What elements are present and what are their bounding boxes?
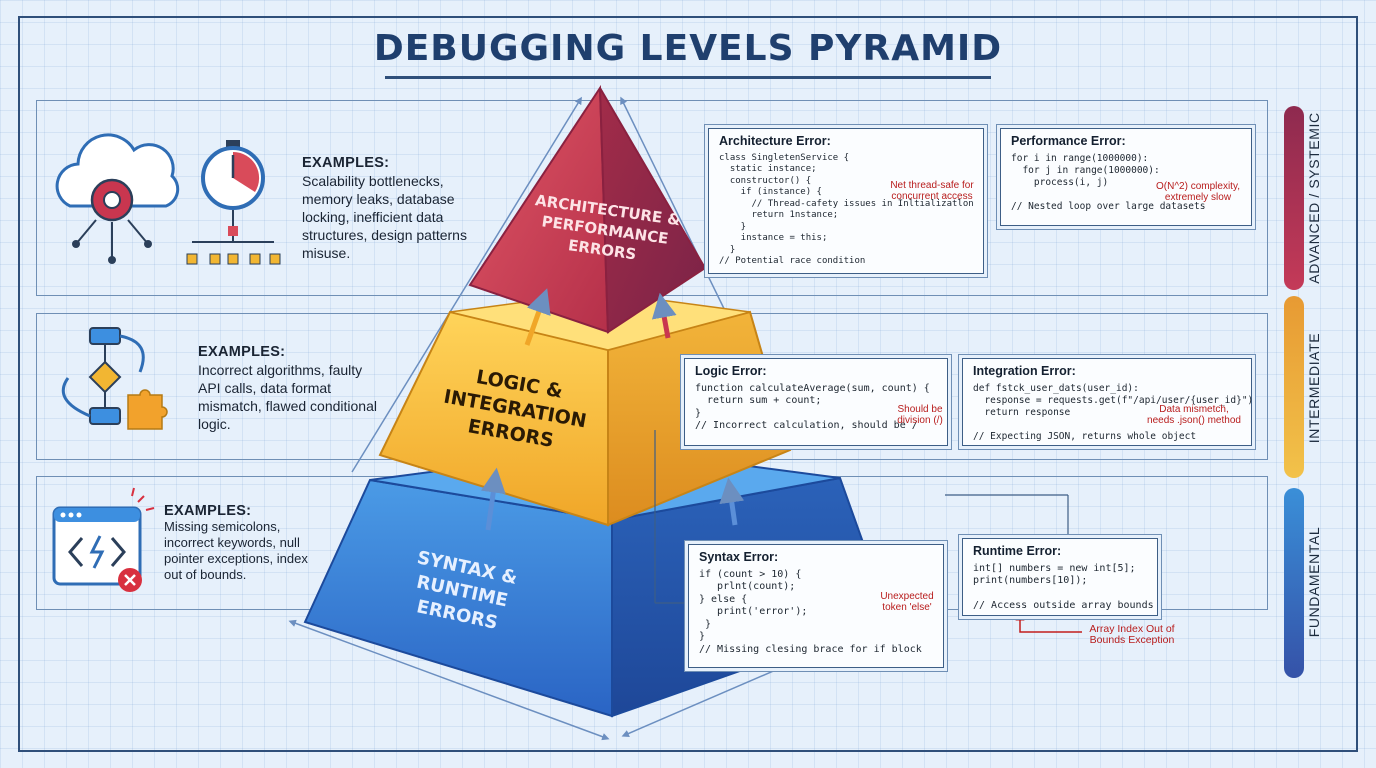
examples-advanced-text: Scalability bottlenecks, memory leaks, d… [302, 173, 467, 261]
code-box-performance-code: for i in range(1000000): for j in range(… [1011, 152, 1206, 212]
examples-intermediate: EXAMPLES: Incorrect algorithms, faulty A… [198, 343, 383, 433]
code-box-runtime: Runtime Error: int[] numbers = new int[5… [962, 538, 1158, 616]
code-box-runtime-title: Runtime Error: [973, 544, 1062, 558]
stopwatch-icon [186, 140, 281, 265]
note-integration: Data mismetch, needs .json() method [1147, 404, 1241, 426]
code-box-syntax: Syntax Error: if (count > 10) { prlnt(co… [688, 544, 944, 668]
side-label-intermediate: INTERMEDIATE [1306, 332, 1322, 444]
code-box-architecture-title: Architecture Error: [719, 134, 831, 148]
examples-intermediate-text: Incorrect algorithms, faulty API calls, … [198, 362, 377, 432]
examples-fundamental: EXAMPLES: Missing semicolons, incorrect … [164, 503, 324, 583]
code-box-integration-title: Integration Error: [973, 364, 1076, 378]
examples-intermediate-heading: EXAMPLES: [198, 344, 286, 360]
side-bar-fundamental [1284, 488, 1304, 678]
note-logic: Should be division (/) [897, 404, 943, 426]
code-box-logic-title: Logic Error: [695, 364, 767, 378]
note-syntax: Unexpected token 'else' [880, 591, 934, 613]
examples-advanced-heading: EXAMPLES: [302, 155, 390, 171]
side-bar-intermediate [1284, 296, 1304, 478]
level-up-arrows [480, 288, 745, 531]
note-architecture: Net thread-safe for concurrent access [890, 180, 974, 202]
code-box-performance-title: Performance Error: [1011, 134, 1126, 148]
code-box-runtime-code: int[] numbers = new int[5]; print(number… [973, 562, 1154, 612]
note-runtime: Array Index Out of Bounds Exception [1089, 623, 1175, 646]
page-title: DEBUGGING LEVELS PYRAMID [373, 28, 1003, 69]
examples-fundamental-text: Missing semicolons, incorrect keywords, … [164, 519, 308, 582]
code-box-logic: Logic Error: function calculateAverage(s… [684, 358, 948, 446]
code-box-logic-code: function calculateAverage(sum, count) { … [695, 382, 930, 432]
code-box-integration-code: def fstck_user_dats(user_id): response =… [973, 382, 1254, 442]
note-performance: O(N^2) complexity, extremely slow [1156, 181, 1240, 203]
side-label-advanced: ADVANCED / SYSTEMIC [1306, 112, 1322, 284]
side-bar-advanced [1284, 106, 1304, 290]
code-box-performance: Performance Error: for i in range(100000… [1000, 128, 1252, 226]
examples-advanced: EXAMPLES: Scalability bottlenecks, memor… [302, 154, 484, 262]
code-box-integration: Integration Error: def fstck_user_dats(u… [962, 358, 1254, 446]
code-box-syntax-title: Syntax Error: [699, 550, 779, 564]
code-window-error-icon [52, 487, 155, 592]
title-underline [385, 76, 991, 79]
cloud-gear-icon [55, 133, 180, 264]
code-box-architecture: Architecture Error: class SingletenServi… [708, 128, 984, 274]
flowchart-puzzle-icon [61, 327, 168, 430]
outer-frame [18, 16, 1358, 752]
side-label-fundamental: FUNDAMENTAL [1306, 526, 1322, 638]
examples-fundamental-heading: EXAMPLES: [164, 503, 252, 519]
code-box-syntax-code: if (count > 10) { prlnt(count); } else {… [699, 568, 922, 655]
code-box-architecture-code: class SingletenService { static instance… [719, 152, 974, 267]
